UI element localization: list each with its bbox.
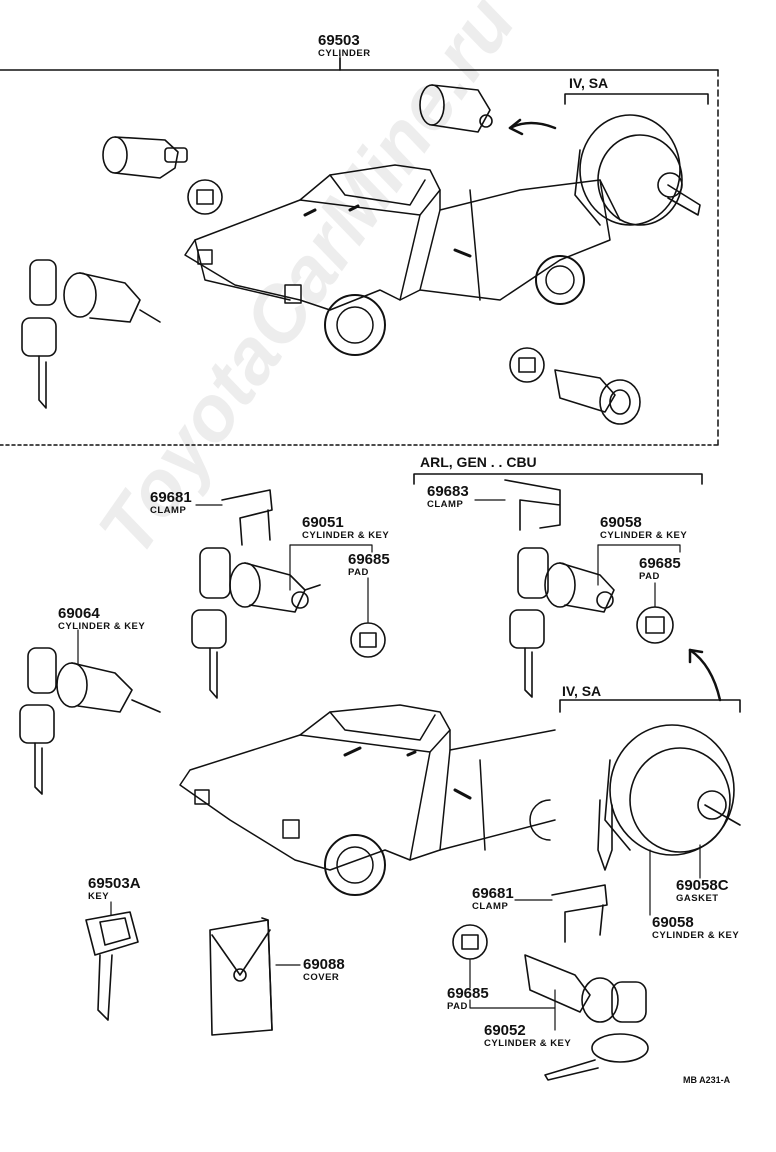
ignition-lock-top — [574, 114, 701, 226]
cylinder-key-69052 — [524, 954, 649, 1081]
part-name: PAD — [447, 1001, 468, 1012]
part-name: CLAMP — [472, 901, 509, 912]
group-label-arl-gen-cbu: ARL, GEN . . CBU — [420, 454, 537, 470]
cylinder-glovebox-top — [102, 136, 188, 179]
part-number: 69051 — [302, 514, 344, 531]
part-number: 69685 — [447, 985, 489, 1002]
pad-69685-mid-left — [350, 622, 386, 658]
ignition-lock-69058-bottom — [597, 724, 741, 871]
part-number: 69685 — [348, 551, 390, 568]
key-set-top-left — [21, 259, 161, 409]
part-label-69051: 69051 CYLINDER & KEY — [302, 515, 389, 541]
clamp-69681-bottom — [551, 884, 608, 943]
part-number: 69052 — [484, 1022, 526, 1039]
truck-illustration-top — [184, 164, 621, 356]
pad-top-left — [187, 179, 223, 215]
part-name: CYLINDER & KEY — [652, 930, 740, 941]
clamp-69683 — [504, 479, 561, 531]
part-label-69685-bottom: 69685 PAD — [447, 986, 489, 1012]
part-name: COVER — [303, 972, 340, 983]
part-label-69064: 69064 CYLINDER & KEY — [58, 606, 145, 632]
cylinder-key-69064 — [19, 647, 161, 795]
part-name: PAD — [348, 567, 369, 578]
part-name: PAD — [639, 571, 660, 582]
cylinder-key-69051 — [191, 547, 321, 699]
part-number: 69058C — [676, 877, 729, 894]
group-bracket-mid — [413, 473, 703, 485]
pad-top-right — [509, 347, 545, 383]
part-label-69058-mid: 69058 CYLINDER & KEY — [600, 515, 687, 541]
part-name: CLAMP — [150, 505, 187, 516]
part-name: CYLINDER & KEY — [58, 621, 146, 632]
cylinder-key-69058-mid — [509, 547, 615, 698]
pad-69685-mid-right — [636, 606, 674, 644]
part-number: 69685 — [639, 555, 681, 572]
part-number: 69681 — [472, 885, 514, 902]
cylinder-rear-top — [419, 84, 493, 133]
part-label-69503: 69503 CYLINDER — [318, 33, 371, 59]
group-label-iv-sa-top: IV, SA — [569, 75, 609, 91]
pad-69685-bottom — [452, 924, 488, 960]
part-name: CYLINDER & KEY — [302, 530, 390, 541]
drawing-code: MB A231-A — [683, 1075, 731, 1085]
part-name: CYLINDER — [318, 48, 371, 59]
part-label-69058-bottom: 69058 CYLINDER & KEY — [652, 915, 739, 941]
part-number: 69058 — [652, 914, 694, 931]
group-bracket-bottom — [559, 699, 741, 713]
part-label-69685-mid-right: 69685 PAD — [639, 556, 681, 582]
group-label-iv-sa-bottom: IV, SA — [562, 683, 602, 699]
part-number: 69683 — [427, 483, 469, 500]
part-number: 69681 — [150, 489, 192, 506]
cylinder-fuel-top — [554, 369, 641, 425]
part-label-69681-mid: 69681 CLAMP — [150, 490, 192, 516]
part-name: KEY — [88, 891, 110, 902]
part-number: 69503 — [318, 32, 360, 49]
part-number: 69088 — [303, 956, 345, 973]
part-number: 69503A — [88, 875, 141, 892]
part-name: GASKET — [676, 893, 719, 904]
part-name: CLAMP — [427, 499, 464, 510]
leader-lines — [77, 53, 701, 1031]
part-number: 69064 — [58, 605, 100, 622]
clamp-69681-mid — [221, 489, 273, 546]
arrow-top — [508, 118, 557, 136]
part-label-69685-mid-left: 69685 PAD — [348, 552, 390, 578]
part-label-69058C: 69058C GASKET — [676, 878, 729, 904]
part-label-69683: 69683 CLAMP — [427, 484, 469, 510]
part-name: CYLINDER & KEY — [600, 530, 688, 541]
truck-illustration-bottom — [179, 704, 556, 896]
part-name: CYLINDER & KEY — [484, 1038, 572, 1049]
arrow-mid — [688, 648, 722, 702]
part-label-69503A: 69503A KEY — [88, 876, 141, 902]
cover-69088 — [209, 917, 273, 1036]
key-69503A — [85, 911, 139, 1021]
part-label-69052: 69052 CYLINDER & KEY — [484, 1023, 571, 1049]
group-bracket-top — [564, 93, 709, 105]
part-label-69681-bottom: 69681 CLAMP — [472, 886, 514, 912]
section-frame — [0, 57, 719, 446]
part-label-69088: 69088 COVER — [303, 957, 345, 983]
part-number: 69058 — [600, 514, 642, 531]
